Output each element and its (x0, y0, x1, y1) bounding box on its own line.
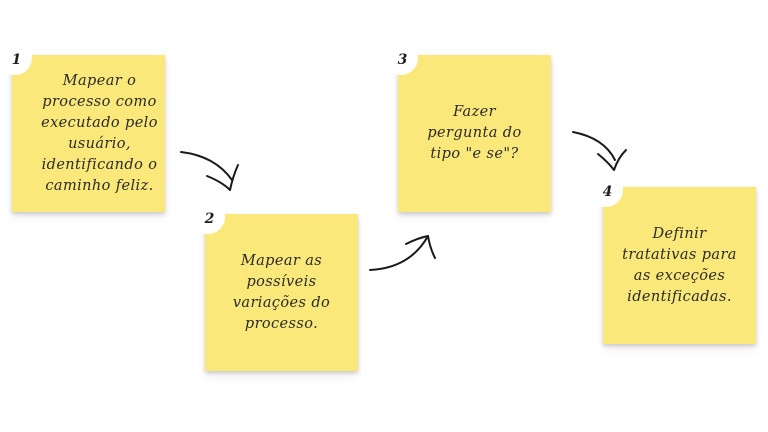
step-number-badge: 2 (191, 200, 225, 234)
step-number: 2 (204, 210, 215, 227)
sticky-note-text: Mapear as possíveis variações do process… (232, 252, 331, 332)
sticky-note-text: Mapear o processo como executado pelo us… (41, 72, 158, 194)
step-number: 3 (397, 51, 408, 68)
step-number-badge: 1 (0, 41, 32, 75)
sticky-note-step-4[interactable]: 4 Definir tratativas para as exceções id… (589, 173, 756, 344)
step-number: 4 (602, 183, 613, 200)
sticky-note-text: Definir tratativas para as exceções iden… (622, 225, 737, 305)
sticky-note-step-3[interactable]: 3 Fazer pergunta do tipo "e se"? (384, 41, 551, 212)
sticky-note-text: Fazer pergunta do tipo "e se"? (427, 104, 522, 162)
step-number: 1 (11, 51, 22, 68)
step-number-badge: 3 (384, 41, 418, 75)
sticky-note-step-2[interactable]: 2 Mapear as possíveis variações do proce… (191, 200, 358, 371)
step-number-badge: 4 (589, 173, 623, 207)
sticky-note-step-1[interactable]: 1 Mapear o processo como executado pelo … (0, 41, 165, 212)
